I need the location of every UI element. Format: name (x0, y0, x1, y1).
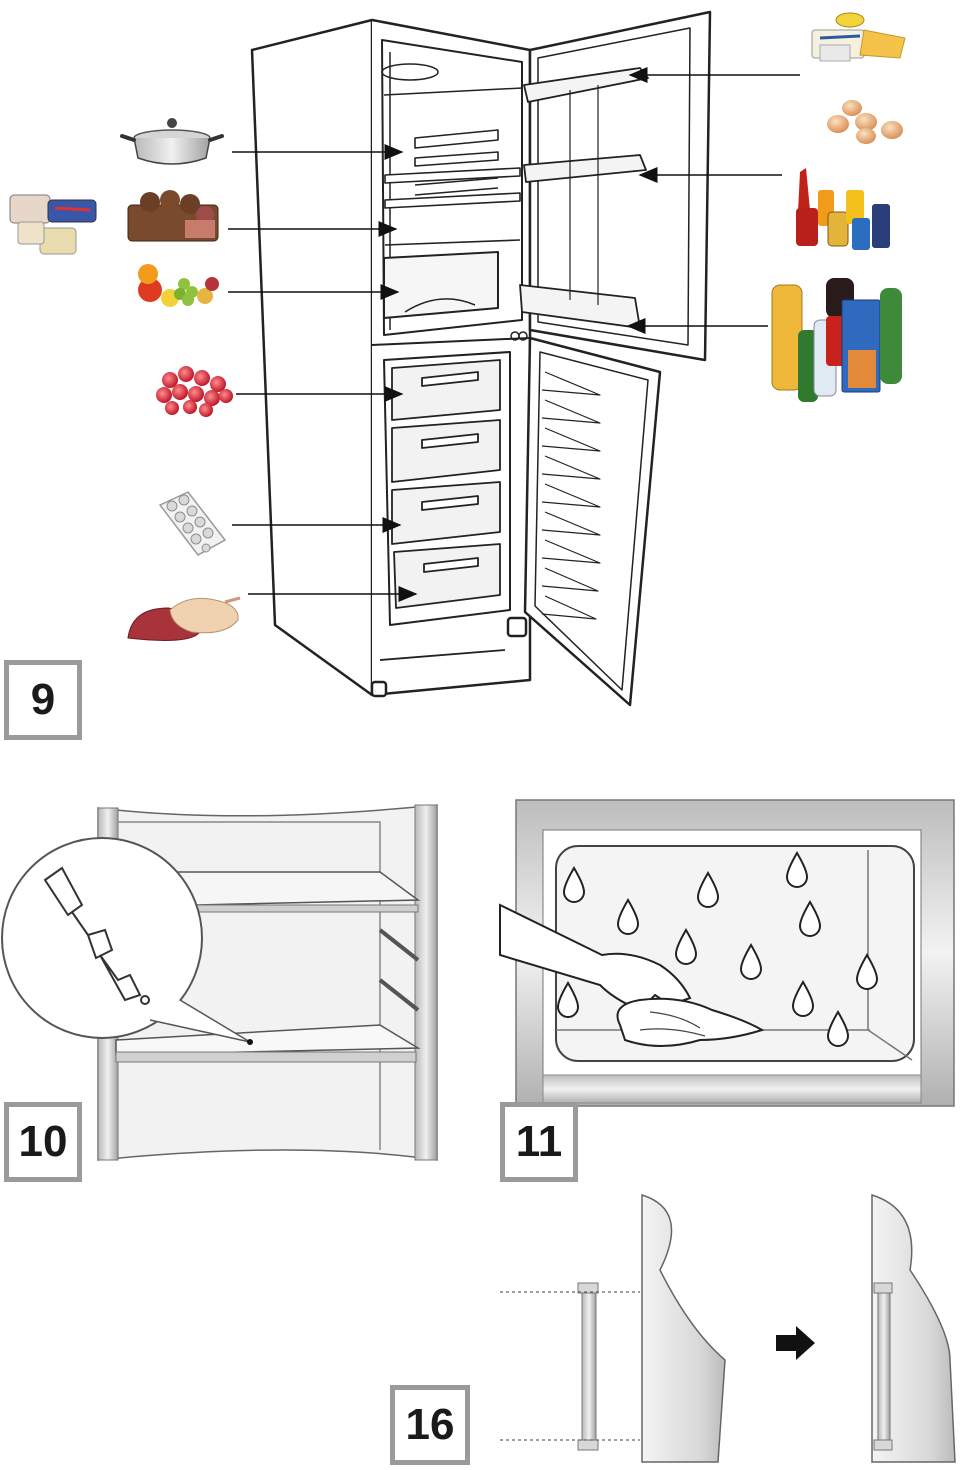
door-handle-icon (577, 1282, 893, 1451)
figure-9-arrows (228, 67, 800, 602)
detail-magnifier (1, 837, 203, 1039)
freezer-door (523, 336, 662, 707)
figure-11-cavity (499, 799, 955, 1107)
figure-9-label: 9 (4, 660, 82, 740)
freezer-compartment (383, 351, 511, 626)
ice-cube-tray-icon (158, 491, 227, 556)
fridge-shelves (384, 129, 521, 246)
figure-16-handle (500, 1193, 956, 1463)
drinks-icon (771, 278, 902, 402)
lower-shelf (115, 1024, 421, 1056)
berries-icon (156, 366, 233, 417)
saucepan-icon (120, 118, 224, 165)
figure-16-label: 16 (390, 1385, 470, 1465)
crisper-drawer (383, 251, 499, 319)
figure-10-shelf (1, 804, 438, 1161)
cold-cuts-icon (127, 190, 219, 242)
shelf-clip-icon (43, 866, 150, 1005)
figure-9-fridge (250, 10, 712, 707)
freezer-door-ribs (541, 371, 601, 620)
right-arrow-icon (776, 1326, 815, 1360)
door-edge-right (871, 1193, 956, 1463)
water-drop-icon (556, 851, 879, 1047)
interior-light (381, 63, 439, 81)
eggs-icon (827, 100, 903, 144)
packaged-food-icon (9, 194, 97, 255)
door-edge-left (641, 1193, 726, 1463)
fridge-door (528, 10, 712, 362)
freezer-drawers (391, 359, 501, 609)
door-racks (519, 67, 649, 329)
fruit-icon (138, 264, 219, 307)
figure-11-label: 11 (500, 1102, 578, 1182)
jars-bottles-icon (796, 168, 890, 250)
dairy-products-icon (811, 12, 906, 62)
figure-10-label: 10 (4, 1102, 82, 1182)
meat-poultry-icon (127, 596, 241, 641)
hand-with-cloth-icon (499, 903, 765, 1047)
upper-shelf (168, 871, 421, 906)
